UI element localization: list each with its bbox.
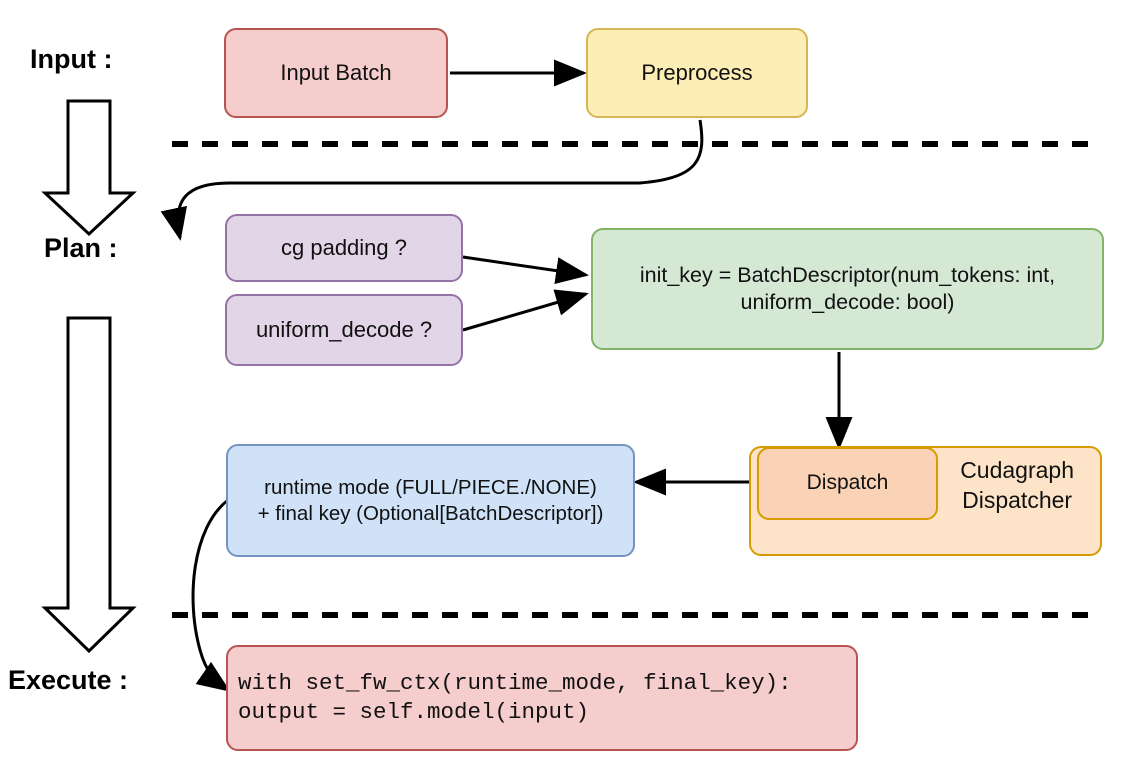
uniform-decode-to-init-key-arrow xyxy=(462,289,589,332)
node-runtime-mode[interactable]: runtime mode (FULL/PIECE./NONE) + final … xyxy=(226,444,635,557)
node-cg-padding[interactable]: cg padding ? xyxy=(225,214,463,282)
node-preprocess[interactable]: Preprocess xyxy=(586,28,808,118)
stage-label-plan: Plan : xyxy=(44,233,118,263)
stage-label-execute: Execute : xyxy=(8,665,129,695)
node-dispatch[interactable]: Dispatch xyxy=(757,447,938,520)
node-execute-code[interactable]: with set_fw_ctx(runtime_mode, final_key)… xyxy=(226,645,858,751)
cg-padding-to-init-key-arrow xyxy=(462,255,589,285)
input-to-plan-block-arrow xyxy=(41,99,137,237)
stage-label-input: Input : xyxy=(30,44,113,74)
node-input-batch[interactable]: Input Batch xyxy=(224,28,448,118)
runtime-mode-to-execute-code-arrow xyxy=(191,498,231,692)
node-init-key[interactable]: init_key = BatchDescriptor(num_tokens: i… xyxy=(591,228,1104,350)
node-uniform-decode[interactable]: uniform_decode ? xyxy=(225,294,463,366)
plan-to-execute-block-arrow xyxy=(41,316,137,654)
